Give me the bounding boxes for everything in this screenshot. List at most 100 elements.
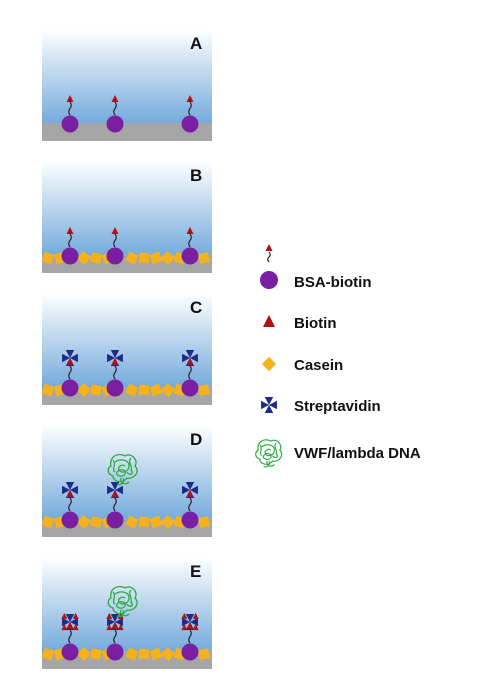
casein-icon <box>90 648 102 660</box>
panel-a: A <box>42 29 212 141</box>
casein-icon <box>198 252 210 264</box>
biotin-icon <box>66 622 74 629</box>
biotin-icon <box>111 227 119 234</box>
legend-item-biotin: Biotin <box>263 315 337 332</box>
casein-icon <box>41 647 55 661</box>
bsa-icon <box>61 247 79 265</box>
biotin-icon <box>111 490 119 497</box>
panel-b: B <box>41 161 212 273</box>
casein-icon <box>41 251 55 265</box>
panel-letter: B <box>190 166 202 185</box>
biotin-icon <box>186 358 194 365</box>
biotin-icon <box>66 95 74 102</box>
casein-icon <box>138 384 150 396</box>
linker <box>113 101 117 116</box>
casein-icon <box>125 515 139 529</box>
linker <box>188 365 192 380</box>
casein-icon <box>149 515 163 529</box>
linker <box>188 629 192 644</box>
streptavidin-icon <box>261 397 277 413</box>
biotin-icon <box>72 624 79 631</box>
casein-icon <box>77 251 91 265</box>
linker <box>68 233 72 248</box>
bsa-icon <box>106 115 124 133</box>
linker <box>113 629 117 644</box>
casein-icon <box>149 383 163 397</box>
bsa-icon <box>106 643 124 661</box>
vwf-icon <box>255 439 283 468</box>
bsa-icon <box>181 379 199 397</box>
biotin-icon <box>186 622 194 629</box>
biotin-icon <box>61 612 68 619</box>
casein-icon <box>138 516 150 528</box>
legend-label: Biotin <box>294 315 337 332</box>
legend-item-vwf: VWF/lambda DNA <box>255 439 421 468</box>
casein-icon <box>90 516 102 528</box>
legend-item-streptavidin: Streptavidin <box>261 397 381 415</box>
panel-letter: D <box>190 430 202 449</box>
biotin-icon <box>72 612 79 619</box>
bsa-icon <box>106 247 124 265</box>
vwf-icon <box>107 585 138 618</box>
legend-label: VWF/lambda DNA <box>294 445 421 462</box>
casein-icon <box>261 356 277 372</box>
casein-icon <box>138 252 150 264</box>
biotin-icon <box>111 622 119 629</box>
biotin-icon <box>66 490 74 497</box>
linker <box>267 251 271 263</box>
casein-icon <box>198 648 210 660</box>
streptavidin-icon <box>181 612 199 631</box>
legend-item-casein: Casein <box>261 356 343 374</box>
casein-icon <box>77 383 91 397</box>
biotin-icon <box>117 624 124 631</box>
bsa-icon <box>181 247 199 265</box>
casein-icon <box>90 384 102 396</box>
casein-icon <box>77 515 91 529</box>
biotin-icon <box>111 95 119 102</box>
casein-icon <box>77 647 91 661</box>
legend-label: BSA-biotin <box>294 274 371 291</box>
casein-icon <box>149 647 163 661</box>
linker <box>68 365 72 380</box>
biotin-icon <box>111 358 119 365</box>
biotin-icon <box>66 227 74 234</box>
biotin-icon <box>263 315 275 327</box>
casein-icon <box>160 514 176 530</box>
casein-icon <box>149 251 163 265</box>
casein-icon <box>160 646 176 662</box>
panel-e: E <box>41 557 212 669</box>
legend: BSA-biotinBiotinCaseinStreptavidinVWF/la… <box>255 244 421 468</box>
biotin-icon <box>186 95 194 102</box>
bsa-icon <box>61 379 79 397</box>
bsa-icon <box>260 271 278 289</box>
bsa-icon <box>106 379 124 397</box>
linker <box>113 233 117 248</box>
casein-icon <box>160 250 176 266</box>
biotin-icon <box>181 624 188 631</box>
biotin-icon <box>61 624 68 631</box>
casein-icon <box>198 384 210 396</box>
casein-icon <box>41 515 55 529</box>
vwf-icon <box>107 453 138 486</box>
casein-icon <box>90 252 102 264</box>
linker <box>68 101 72 116</box>
bsa-icon <box>61 511 79 529</box>
linker <box>113 497 117 512</box>
legend-label: Streptavidin <box>294 398 381 415</box>
panel-letter: E <box>190 562 201 581</box>
biotin-icon <box>192 624 199 631</box>
bsa-icon <box>61 115 79 133</box>
substrate <box>42 123 212 141</box>
casein-icon <box>125 251 139 265</box>
biotin-icon <box>186 490 194 497</box>
panel-d: D <box>41 425 212 537</box>
bsa-icon <box>181 511 199 529</box>
casein-icon <box>198 516 210 528</box>
linker <box>113 365 117 380</box>
legend-item-bsa: BSA-biotin <box>260 271 371 291</box>
biotin-icon <box>186 227 194 234</box>
casein-icon <box>41 383 55 397</box>
bsa-icon <box>181 115 199 133</box>
